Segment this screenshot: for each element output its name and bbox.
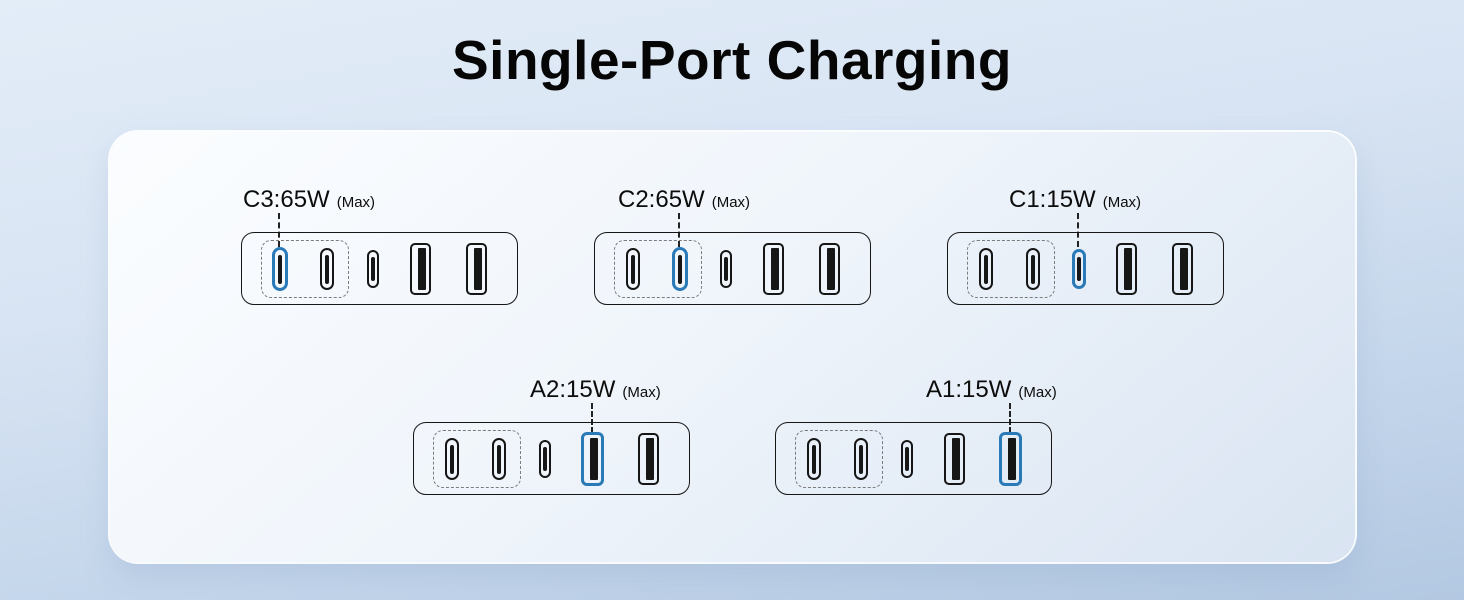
charger-body — [775, 422, 1052, 495]
diagram-card: C3:65W (Max) C2:65W (Max) — [110, 132, 1355, 562]
charger-body — [947, 232, 1224, 305]
port-contact-bar — [771, 248, 779, 290]
usb-a-port-a1 — [638, 433, 659, 485]
port-contact-bar — [1008, 438, 1016, 480]
port-contact-bar — [678, 254, 682, 284]
usb-a-port-a2 — [763, 243, 784, 295]
port-contact-bar — [984, 254, 988, 284]
port-contact-bar — [631, 254, 635, 284]
usb-c-port-c3 — [626, 248, 640, 290]
port-power-label: C1:15W (Max) — [1009, 186, 1141, 217]
max-note: (Max) — [711, 194, 751, 211]
usb-c-port-c1-highlighted — [1072, 249, 1086, 289]
leader-line — [278, 213, 280, 247]
usb-a-port-a1-highlighted — [999, 432, 1022, 486]
charger-diagram-a1: A1:15W (Max) — [775, 376, 1057, 495]
usb-c-port-c1 — [901, 440, 913, 478]
charger-diagram-c1: C1:15W (Max) — [947, 186, 1224, 305]
usb-a-port-a1 — [819, 243, 840, 295]
port-contact-bar — [724, 257, 728, 281]
port-power-value: A2:15W — [530, 376, 616, 403]
usb-c-port-c3 — [979, 248, 993, 290]
usb-c-port-c3 — [445, 438, 459, 480]
port-contact-bar — [827, 248, 835, 290]
port-contact-bar — [371, 257, 375, 281]
charger-body — [594, 232, 871, 305]
port-contact-bar — [1180, 248, 1188, 290]
port-contact-bar — [646, 438, 654, 480]
dashed-group-outline — [433, 430, 521, 488]
port-contact-bar — [418, 248, 426, 290]
port-contact-bar — [278, 254, 282, 284]
port-contact-bar — [325, 254, 329, 284]
usb-a-port-a2-highlighted — [581, 432, 604, 486]
charger-body — [241, 232, 518, 305]
usb-a-port-a2 — [944, 433, 965, 485]
max-note: (Max) — [1102, 194, 1142, 211]
usb-c-port-c2-highlighted — [672, 247, 688, 291]
page-title: Single-Port Charging — [452, 29, 1012, 91]
usb-a-port-a1 — [466, 243, 487, 295]
port-contact-bar — [1031, 254, 1035, 284]
max-note: (Max) — [336, 194, 376, 211]
port-contact-bar — [543, 447, 547, 471]
port-power-label: A1:15W (Max) — [926, 376, 1057, 407]
charger-diagram-c2: C2:65W (Max) — [594, 186, 871, 305]
port-power-value: C1:15W — [1009, 186, 1096, 213]
port-contact-bar — [474, 248, 482, 290]
port-contact-bar — [859, 444, 863, 474]
port-contact-bar — [952, 438, 960, 480]
port-contact-bar — [497, 444, 501, 474]
port-contact-bar — [590, 438, 598, 480]
port-power-label: A2:15W (Max) — [530, 376, 661, 407]
max-note: (Max) — [622, 384, 661, 401]
port-contact-bar — [1124, 248, 1132, 290]
usb-a-port-a2 — [1116, 243, 1137, 295]
charger-diagram-a2: A2:15W (Max) — [413, 376, 690, 495]
usb-a-port-a1 — [1172, 243, 1193, 295]
dashed-group-outline — [967, 240, 1055, 298]
charger-body — [413, 422, 690, 495]
port-power-label: C2:65W (Max) — [618, 186, 750, 217]
usb-c-port-c2 — [492, 438, 506, 480]
usb-c-port-c1 — [539, 440, 551, 478]
port-power-label: C3:65W (Max) — [243, 186, 375, 217]
port-power-value: C3:65W — [243, 186, 330, 213]
port-contact-bar — [812, 444, 816, 474]
usb-c-port-c2 — [320, 248, 334, 290]
port-contact-bar — [1077, 257, 1081, 281]
port-power-value: C2:65W — [618, 186, 705, 213]
leader-line — [1009, 403, 1011, 433]
usb-c-port-c1 — [367, 250, 379, 288]
usb-c-port-c2 — [1026, 248, 1040, 290]
port-contact-bar — [905, 447, 909, 471]
usb-c-port-c2 — [854, 438, 868, 480]
leader-line — [1077, 213, 1079, 247]
port-power-value: A1:15W — [926, 376, 1012, 403]
dashed-group-outline — [614, 240, 702, 298]
charger-diagram-c3: C3:65W (Max) — [241, 186, 518, 305]
dashed-group-outline — [795, 430, 883, 488]
leader-line — [591, 403, 593, 433]
dashed-group-outline — [261, 240, 349, 298]
usb-c-port-c1 — [720, 250, 732, 288]
usb-c-port-c3 — [807, 438, 821, 480]
usb-c-port-c3-highlighted — [272, 247, 288, 291]
port-contact-bar — [450, 444, 454, 474]
usb-a-port-a2 — [410, 243, 431, 295]
max-note: (Max) — [1018, 384, 1057, 401]
leader-line — [678, 213, 680, 247]
